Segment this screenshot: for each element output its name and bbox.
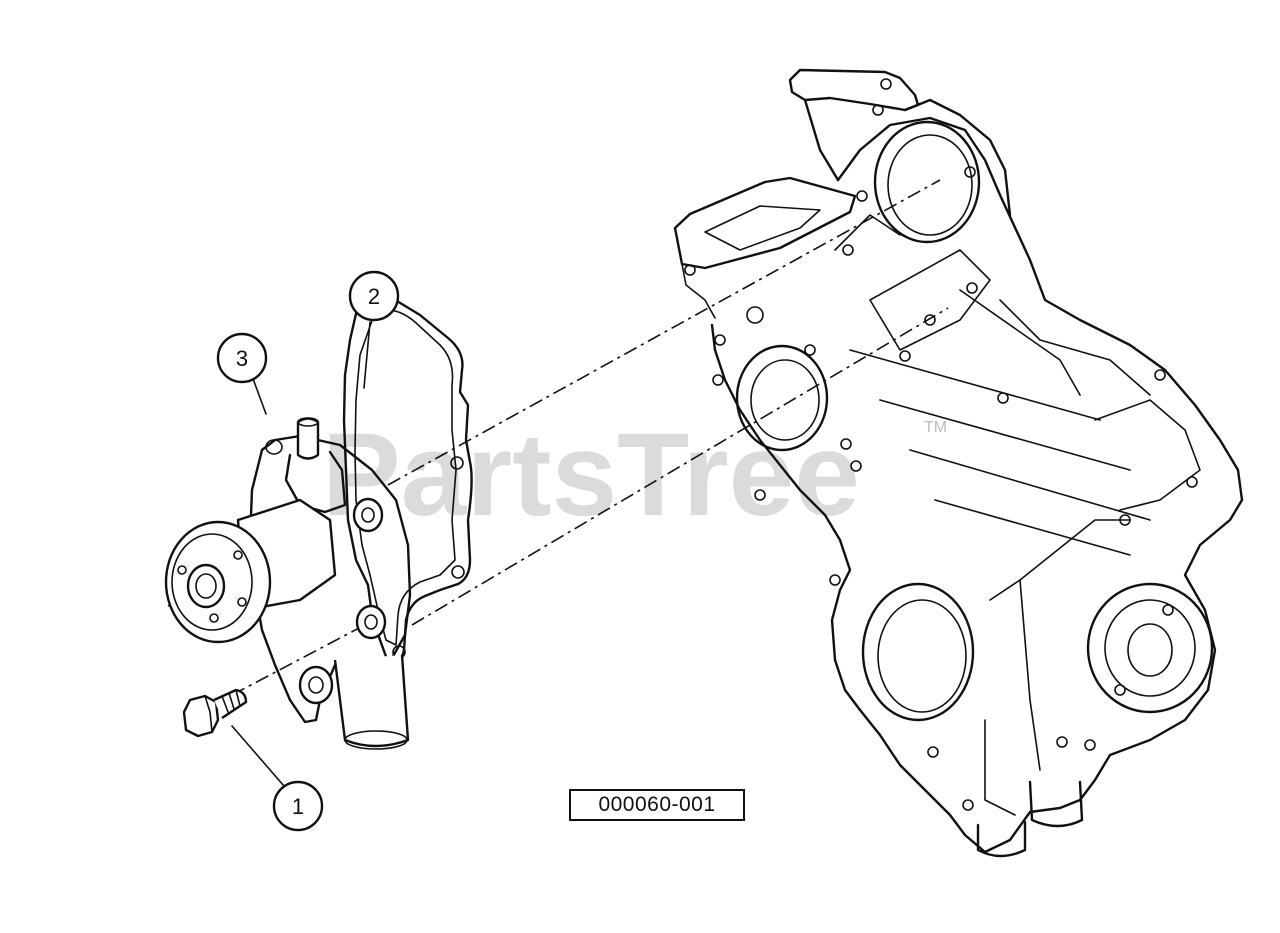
diagram-id-label: 000060-001 (569, 789, 745, 821)
callout-2: 2 (348, 270, 400, 389)
callout-1: 1 (231, 725, 324, 832)
callout-3-label: 3 (236, 346, 248, 371)
water-pump-icon (164, 417, 412, 750)
watermark-text: PartsTree (322, 409, 860, 541)
callout-2-label: 2 (368, 284, 380, 309)
callout-3: 3 (216, 332, 268, 415)
watermark: PartsTree TM (322, 409, 947, 541)
watermark-trademark: TM (924, 419, 947, 436)
callout-1-label: 1 (292, 794, 304, 819)
bolt-icon (182, 688, 248, 738)
gear-case-cover-icon (673, 68, 1244, 858)
